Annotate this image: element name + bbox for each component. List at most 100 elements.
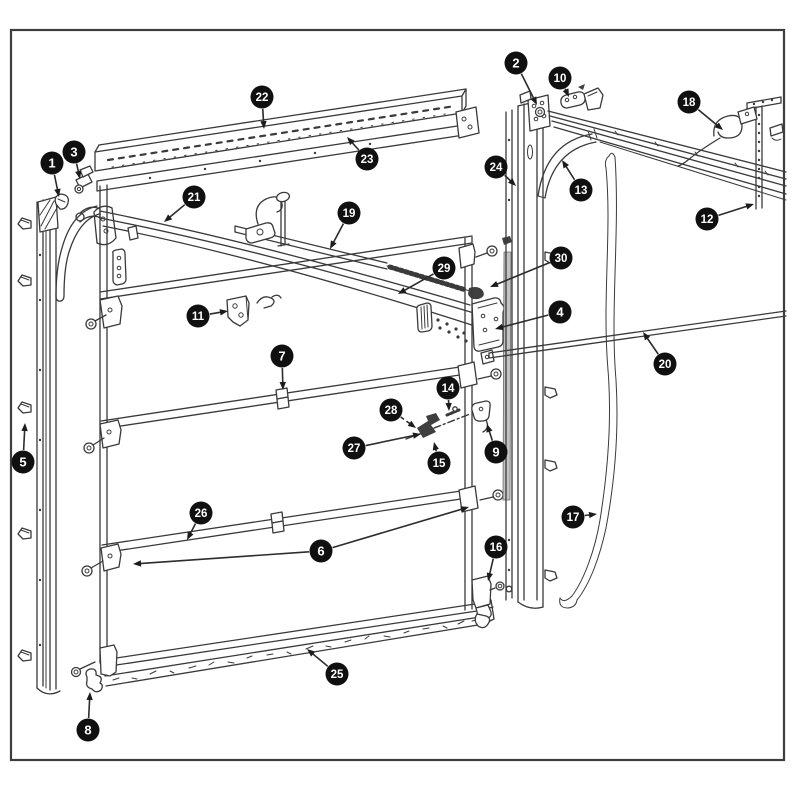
callout-30-arrowhead [490, 281, 499, 287]
callout-1-badge [40, 151, 64, 175]
callout-10-arrowhead [562, 88, 569, 97]
left-vertical-track [36, 196, 61, 695]
callout-10-badge [548, 66, 572, 90]
callout-22-badge [250, 85, 274, 109]
callout-13-arrowhead [562, 160, 569, 169]
callout-6-arrow [137, 551, 310, 565]
callout-15-number: 15 [433, 458, 446, 470]
callout-7-arrowhead [279, 381, 286, 390]
callout-2-arrowhead [530, 96, 537, 105]
callout-29-arrow [401, 273, 434, 293]
callout-19-number: 19 [343, 208, 356, 220]
callout-27-badge [342, 436, 366, 460]
callout-28-arrowhead [407, 420, 416, 428]
callout-8-badge [76, 718, 100, 742]
callout-8-arrow [87, 696, 91, 719]
callout-2-badge [504, 51, 528, 75]
callout-27-arrow [365, 434, 417, 447]
callout-13-badge [569, 178, 593, 202]
callout-30: 30 [490, 246, 573, 287]
callout-4-arrowhead [495, 323, 504, 331]
callout-6-number: 6 [317, 544, 324, 559]
callout-4: 4 [495, 300, 572, 331]
callout-4-arrow [499, 314, 549, 329]
callout-30-badge [549, 246, 573, 270]
callout-17-arrowhead [588, 511, 597, 519]
left-jamb-brackets [17, 217, 32, 662]
callout-14: 14 [436, 376, 460, 411]
callout-11: 11 [186, 304, 228, 328]
callout-27-arrowhead [412, 432, 421, 439]
callout-8-arrowhead [86, 692, 93, 701]
callout-6: 6 [133, 506, 469, 567]
callout-3: 3 [62, 140, 86, 179]
callout-14-badge [436, 376, 460, 400]
callout-30-number: 30 [555, 253, 568, 265]
callout-14-number: 14 [442, 383, 455, 395]
callout-18-badge [677, 90, 701, 114]
center-hinges [270, 387, 290, 534]
callout-25-number: 25 [331, 669, 344, 681]
callout-7-badge [270, 344, 294, 368]
callout-3-number: 3 [70, 145, 77, 160]
callout-17: 17 [561, 505, 597, 529]
callout-13: 13 [562, 160, 593, 202]
callout-19-arrow [331, 223, 345, 245]
callout-21: 21 [164, 185, 206, 222]
callout-12-badge [695, 207, 719, 231]
callout-5: 5 [11, 423, 35, 474]
callout-28-arrow [400, 416, 413, 426]
callout-29-number: 29 [438, 263, 451, 275]
callout-25: 25 [307, 649, 349, 686]
callout-20-number: 20 [659, 359, 672, 371]
callout-6-arrowhead [133, 560, 142, 567]
callout-21-arrow [167, 204, 186, 220]
callout-11-arrowhead [219, 309, 228, 316]
callout-16-number: 16 [490, 542, 503, 554]
callout-6-badge [309, 539, 333, 563]
callout-10-number: 10 [554, 73, 567, 85]
callout-2: 2 [504, 51, 537, 105]
callout-20-arrow [645, 335, 659, 355]
callout-29-arrowhead [398, 287, 407, 294]
callout-21-number: 21 [188, 192, 201, 204]
callout-7-number: 7 [278, 349, 285, 364]
right-curved-track [537, 128, 598, 199]
callout-25-arrowhead [307, 649, 316, 657]
callout-23: 23 [347, 137, 379, 171]
callout-layer: 1234567891011121314151617181920212223242… [11, 51, 754, 742]
callout-25-arrow [310, 651, 329, 667]
callout-1: 1 [40, 151, 64, 197]
callout-3-badge [62, 140, 86, 164]
callout-12-arrowhead [745, 203, 754, 210]
callout-9-arrowhead [486, 424, 493, 433]
callout-5-arrow [22, 427, 26, 451]
callout-12: 12 [695, 203, 754, 231]
callout-12-number: 12 [701, 214, 714, 226]
callout-18-number: 18 [683, 97, 696, 109]
callout-26-badge [189, 501, 213, 525]
torsion-shaft [488, 310, 787, 359]
callout-15-arrowhead [432, 442, 439, 451]
callout-22-number: 22 [256, 92, 269, 104]
callout-9-number: 9 [492, 445, 499, 460]
right-roller-brackets [457, 236, 513, 629]
callout-17-badge [561, 505, 585, 529]
callout-18: 18 [677, 90, 723, 130]
callout-5-number: 5 [19, 455, 26, 470]
callout-28: 28 [379, 398, 416, 428]
callout-7: 7 [270, 344, 294, 390]
callout-12-arrow [718, 204, 750, 217]
left-curved-track [55, 205, 100, 302]
end-hinge-floating [112, 248, 282, 327]
callout-26: 26 [187, 501, 213, 540]
callout-3-arrowhead [75, 170, 82, 179]
figure-border [9, 28, 786, 762]
callout-5-badge [11, 450, 35, 474]
callout-15: 15 [427, 442, 451, 475]
callout-11-number: 11 [192, 311, 205, 323]
callout-4-number: 4 [556, 305, 564, 320]
callout-27-number: 27 [348, 443, 361, 455]
callout-13-number: 13 [575, 185, 588, 197]
callout-5-arrowhead [21, 423, 28, 432]
